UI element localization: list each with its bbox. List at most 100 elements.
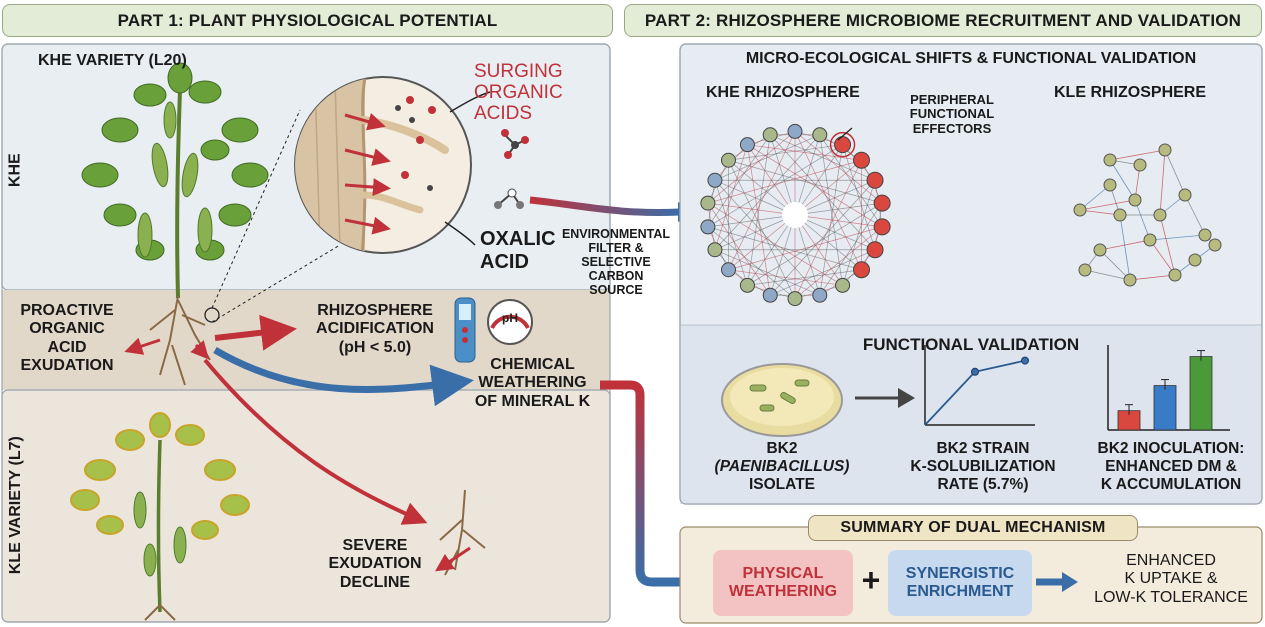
inoculation-line: K ACCUMULATION	[1100, 475, 1242, 493]
network-edge	[714, 249, 820, 296]
network-node	[707, 172, 723, 188]
proactive-line: EXUDATION	[20, 357, 114, 375]
network-edge	[1149, 239, 1176, 276]
network-edge	[1119, 214, 1131, 281]
network-node	[1168, 268, 1182, 282]
network-node	[1103, 178, 1117, 192]
network-edge	[714, 180, 748, 286]
synergistic-line: SYNERGISTIC	[905, 564, 1015, 582]
network-node	[739, 137, 755, 153]
network-node	[834, 136, 852, 154]
network-edge	[1129, 274, 1176, 281]
network-node	[762, 127, 778, 143]
network-edge	[770, 249, 876, 296]
network-node	[1073, 203, 1087, 217]
oxalic-line: OXALIC	[480, 228, 556, 250]
network-edge	[747, 144, 771, 296]
network-node	[787, 291, 803, 307]
khe-variety-label: KHE VARIETY (L20)	[38, 52, 187, 69]
surging-acids-line: ACIDS	[474, 102, 533, 124]
network-edge	[728, 269, 843, 286]
network-node	[866, 241, 884, 259]
isolate-line: (PAENIBACILLUS)	[714, 457, 850, 475]
network-edge	[1079, 184, 1111, 211]
effector-highlight	[829, 131, 856, 158]
kle-rhizosphere-label: KLE RHIZOSPHERE	[1054, 84, 1207, 101]
acidification-line: RHIZOSPHERE	[317, 302, 433, 319]
proactive-exudation-label: PROACTIVE ORGANIC ACID EXUDATION	[6, 302, 128, 376]
surging-acids-line: ORGANIC	[474, 81, 563, 103]
network-edge	[1149, 234, 1206, 241]
functional-validation-title: FUNCTIONAL VALIDATION	[862, 335, 1080, 354]
strain-line: RATE (5.7%)	[937, 475, 1029, 493]
network-node	[1123, 273, 1137, 287]
acidification-line: (pH < 5.0)	[338, 338, 412, 356]
oxalic-line: ACID	[480, 251, 529, 273]
oxalic-acid-molecule	[494, 188, 524, 209]
part1-header: PART 1: PLANT PHYSIOLOGICAL POTENTIAL	[2, 4, 613, 37]
khe-plant-illustration	[81, 62, 341, 386]
network-node	[720, 152, 736, 168]
network-edge	[714, 180, 821, 296]
inoculation-bar-chart	[1107, 345, 1230, 431]
kle-rhizosphere-network	[1073, 143, 1222, 287]
decline-line: DECLINE	[339, 573, 411, 591]
ph-icon-label: pH	[502, 311, 518, 325]
network-node	[866, 171, 884, 189]
inoculation-line: BK2 INOCULATION:	[1097, 440, 1245, 457]
network-node	[835, 277, 851, 293]
network-edge	[714, 144, 748, 250]
physical-line: PHYSICAL	[742, 564, 824, 582]
network-edge	[728, 144, 843, 161]
network-node	[873, 218, 891, 236]
kle-variety-text: KLE VARIETY (L7)	[6, 435, 24, 575]
proactive-line: PROACTIVE	[20, 302, 114, 319]
network-node	[812, 127, 828, 143]
env-filter-line: CARBON	[588, 269, 644, 283]
network-edge	[728, 159, 883, 204]
network-edge	[728, 160, 796, 299]
isolate-line: BK2	[766, 440, 798, 457]
effectors-line: FUNCTIONAL	[909, 106, 995, 122]
bk2-strain-label: BK2 STRAIN K-SOLUBILIZATION RATE (5.7%)	[903, 440, 1063, 493]
network-node	[812, 287, 828, 303]
khe-side-text: KHE	[6, 153, 24, 187]
env-filter-line: ENVIRONMENTAL	[561, 227, 671, 241]
network-edge	[819, 134, 883, 228]
network-edge	[1109, 159, 1136, 201]
network-edge	[747, 134, 771, 286]
network-node	[1143, 233, 1157, 247]
synergistic-line: ENRICHMENT	[906, 583, 1014, 600]
decline-line: EXUDATION	[328, 555, 422, 573]
network-node	[1113, 208, 1127, 222]
network-edge	[714, 134, 820, 181]
network-node	[1093, 243, 1107, 257]
network-edge	[707, 226, 796, 299]
solubilization-line-chart	[924, 345, 1035, 426]
network-node	[720, 262, 736, 278]
decline-line: SEVERE	[342, 537, 408, 554]
inoculation-bar	[1153, 385, 1177, 431]
network-edge	[794, 131, 883, 204]
network-node	[787, 123, 803, 139]
network-edge	[819, 202, 883, 296]
surging-acids-line: SURGING	[474, 61, 563, 82]
network-edge	[794, 226, 883, 299]
network-edge	[842, 144, 876, 250]
network-edge	[707, 202, 771, 296]
solubilization-point	[1021, 356, 1029, 365]
network-edge	[1184, 194, 1206, 236]
khe-side-label: KHE	[2, 140, 30, 200]
effectors-line: EFFECTORS	[912, 120, 992, 136]
chemical-weathering-label: CHEMICAL WEATHERING OF MINERAL K	[460, 356, 605, 411]
network-node	[1158, 143, 1172, 157]
proactive-line: ORGANIC	[29, 320, 105, 338]
network-edge	[1159, 149, 1166, 216]
ph-meter-icon	[454, 297, 533, 363]
network-edge	[1164, 149, 1186, 196]
exudation-decline-label: SEVERE EXUDATION DECLINE	[320, 537, 430, 592]
network-node	[1178, 188, 1192, 202]
network-node	[853, 261, 871, 279]
network-node	[1208, 238, 1222, 252]
